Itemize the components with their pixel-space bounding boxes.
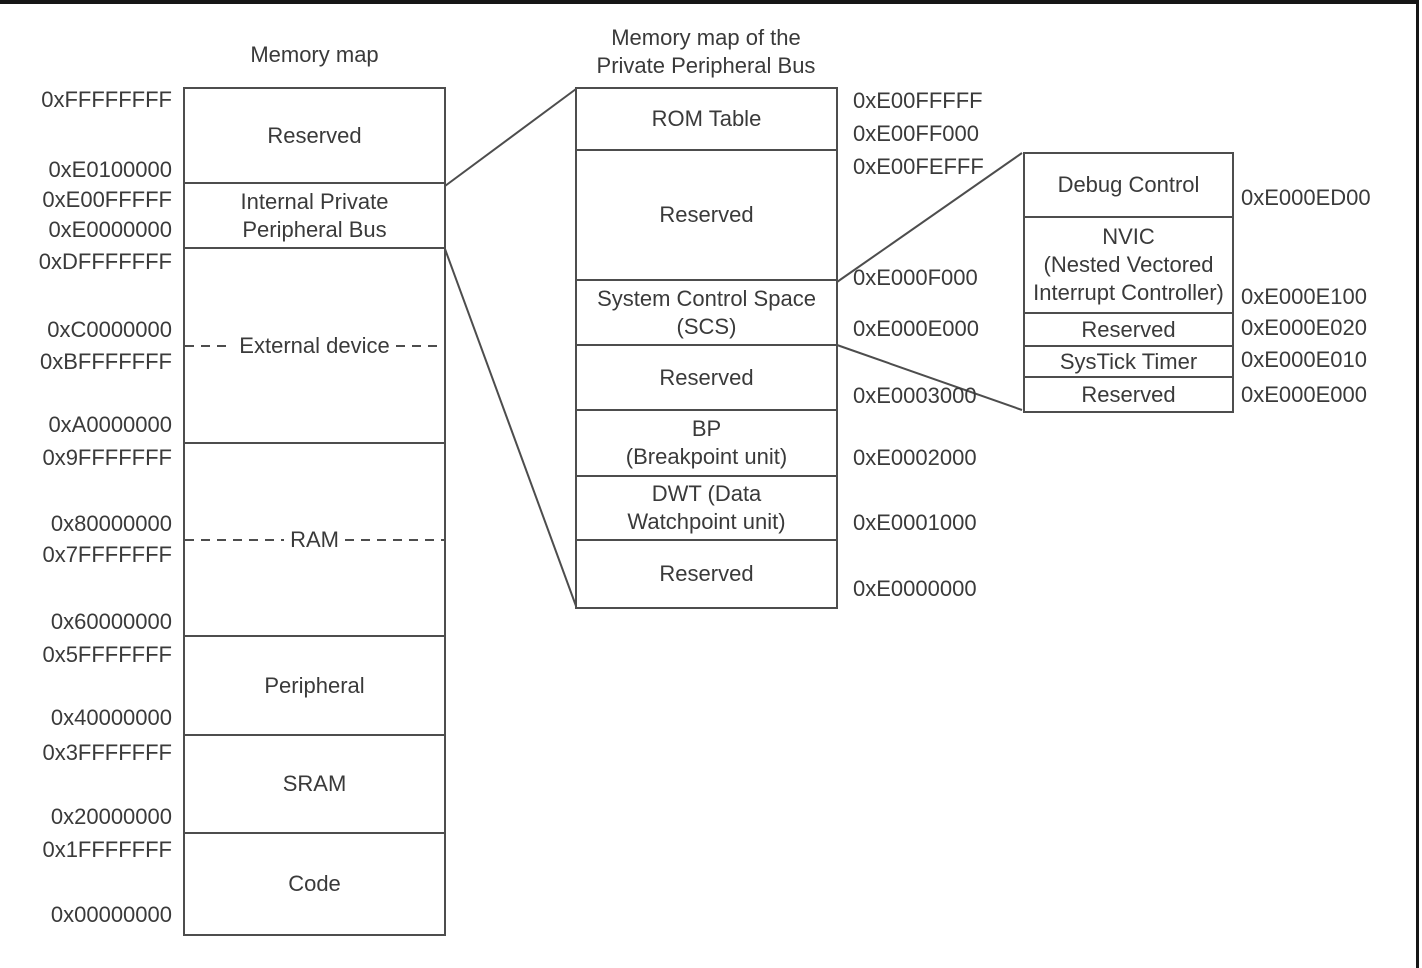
region-label: Code — [288, 871, 341, 896]
region-label: DWT (Data Watchpoint unit) — [627, 481, 786, 534]
address-label: 0xA0000000 — [48, 412, 172, 437]
address-label: 0xE0003000 — [853, 383, 977, 408]
region-label: Peripheral — [264, 672, 365, 698]
address-label: 0xBFFFFFFF — [40, 349, 172, 374]
region-sram: SRAM — [185, 736, 444, 834]
region-code: Code — [185, 834, 444, 934]
region-nvic: NVIC (Nested Vectored Interrupt Controll… — [1025, 218, 1232, 314]
ppb-map-title: Memory map of the Private Peripheral Bus — [596, 25, 816, 78]
connector-line-ppb-top — [444, 88, 577, 187]
address-label: 0xE0100000 — [48, 157, 172, 182]
region-reserved-1: Reserved — [577, 151, 836, 281]
address-label: 0xE000E100 — [1241, 284, 1367, 309]
address-label: 0xE000E000 — [853, 316, 979, 341]
connector-line-ppb-bottom — [444, 248, 577, 607]
region-reserved-3: Reserved — [577, 541, 836, 607]
region-systick-timer: SysTick Timer — [1025, 347, 1232, 378]
ppb-map-box: ROM Table Reserved System Control Space … — [575, 87, 838, 609]
region-reserved-top: Reserved — [185, 89, 444, 184]
address-label: 0x9FFFFFFF — [42, 445, 172, 470]
address-label: 0xE0002000 — [853, 445, 977, 470]
address-label: 0xFFFFFFFF — [41, 87, 172, 112]
dashed-divider — [185, 538, 285, 541]
address-label: 0xDFFFFFFF — [38, 249, 172, 274]
region-label: System Control Space (SCS) — [597, 285, 816, 339]
region-external-device: External device — [185, 249, 444, 444]
region-ram: RAM — [185, 444, 444, 637]
address-label: 0xE00FFFFF — [853, 88, 983, 113]
region-label: SRAM — [282, 771, 347, 796]
address-label: 0x1FFFFFFF — [42, 837, 172, 862]
region-label: Reserved — [659, 364, 754, 390]
address-label: 0xE000E010 — [1241, 347, 1367, 372]
region-debug-control: Debug Control — [1025, 154, 1232, 218]
memory-map-box: Reserved Internal Private Peripheral Bus… — [183, 87, 446, 936]
memory-map-title: Memory map — [250, 42, 379, 67]
region-peripheral: Peripheral — [185, 637, 444, 736]
region-label: Reserved — [659, 202, 754, 227]
dashed-divider — [395, 344, 444, 347]
region-label: Reserved — [267, 122, 362, 148]
region-internal-private-peripheral-bus: Internal Private Peripheral Bus — [185, 184, 444, 249]
address-label: 0xE000F000 — [853, 265, 978, 290]
address-label: 0x60000000 — [50, 609, 172, 634]
address-label: 0xE00FFFFF — [42, 187, 172, 212]
region-label: SysTick Timer — [1059, 348, 1198, 374]
region-label: Internal Private Peripheral Bus — [240, 188, 389, 242]
scs-map-box: Debug Control NVIC (Nested Vectored Inte… — [1023, 152, 1234, 413]
region-bp-breakpoint-unit: BP (Breakpoint unit) — [577, 411, 836, 477]
region-label: Reserved — [1081, 316, 1176, 342]
page-frame-top-line — [0, 0, 1419, 4]
region-reserved-b: Reserved — [1025, 378, 1232, 411]
address-label: 0xE00FF000 — [853, 121, 979, 146]
region-label: Debug Control — [1057, 172, 1200, 197]
address-label: 0xC0000000 — [47, 317, 172, 342]
address-label: 0xE000E020 — [1241, 315, 1367, 340]
address-label: 0x5FFFFFFF — [42, 642, 172, 667]
address-label: 0x3FFFFFFF — [42, 740, 172, 765]
region-label: Reserved — [1081, 381, 1176, 407]
address-label: 0x80000000 — [50, 511, 172, 536]
region-rom-table: ROM Table — [577, 89, 836, 151]
region-reserved-a: Reserved — [1025, 314, 1232, 347]
region-label: RAM — [290, 526, 339, 552]
region-system-control-space: System Control Space (SCS) — [577, 281, 836, 346]
dashed-divider — [344, 538, 444, 541]
dashed-divider — [185, 344, 234, 347]
region-label: Reserved — [659, 561, 754, 586]
address-label: 0xE000ED00 — [1241, 185, 1371, 210]
address-label: 0x00000000 — [50, 902, 172, 927]
address-label: 0x40000000 — [50, 705, 172, 730]
address-label: 0x7FFFFFFF — [42, 542, 172, 567]
address-label: 0xE0000000 — [853, 576, 977, 601]
region-label: External device — [239, 332, 390, 358]
address-label: 0xE0000000 — [48, 217, 172, 242]
region-label: NVIC (Nested Vectored Interrupt Controll… — [1033, 224, 1224, 305]
region-dwt-data-watchpoint-unit: DWT (Data Watchpoint unit) — [577, 477, 836, 541]
address-label: 0xE00FEFFF — [853, 154, 984, 179]
address-label: 0xE000E000 — [1241, 382, 1367, 407]
region-label: ROM Table — [651, 106, 762, 131]
region-label: BP (Breakpoint unit) — [625, 416, 788, 469]
page-frame-right-line — [1416, 0, 1419, 968]
region-reserved-2: Reserved — [577, 346, 836, 411]
address-label: 0x20000000 — [50, 804, 172, 829]
address-label: 0xE0001000 — [853, 510, 977, 535]
